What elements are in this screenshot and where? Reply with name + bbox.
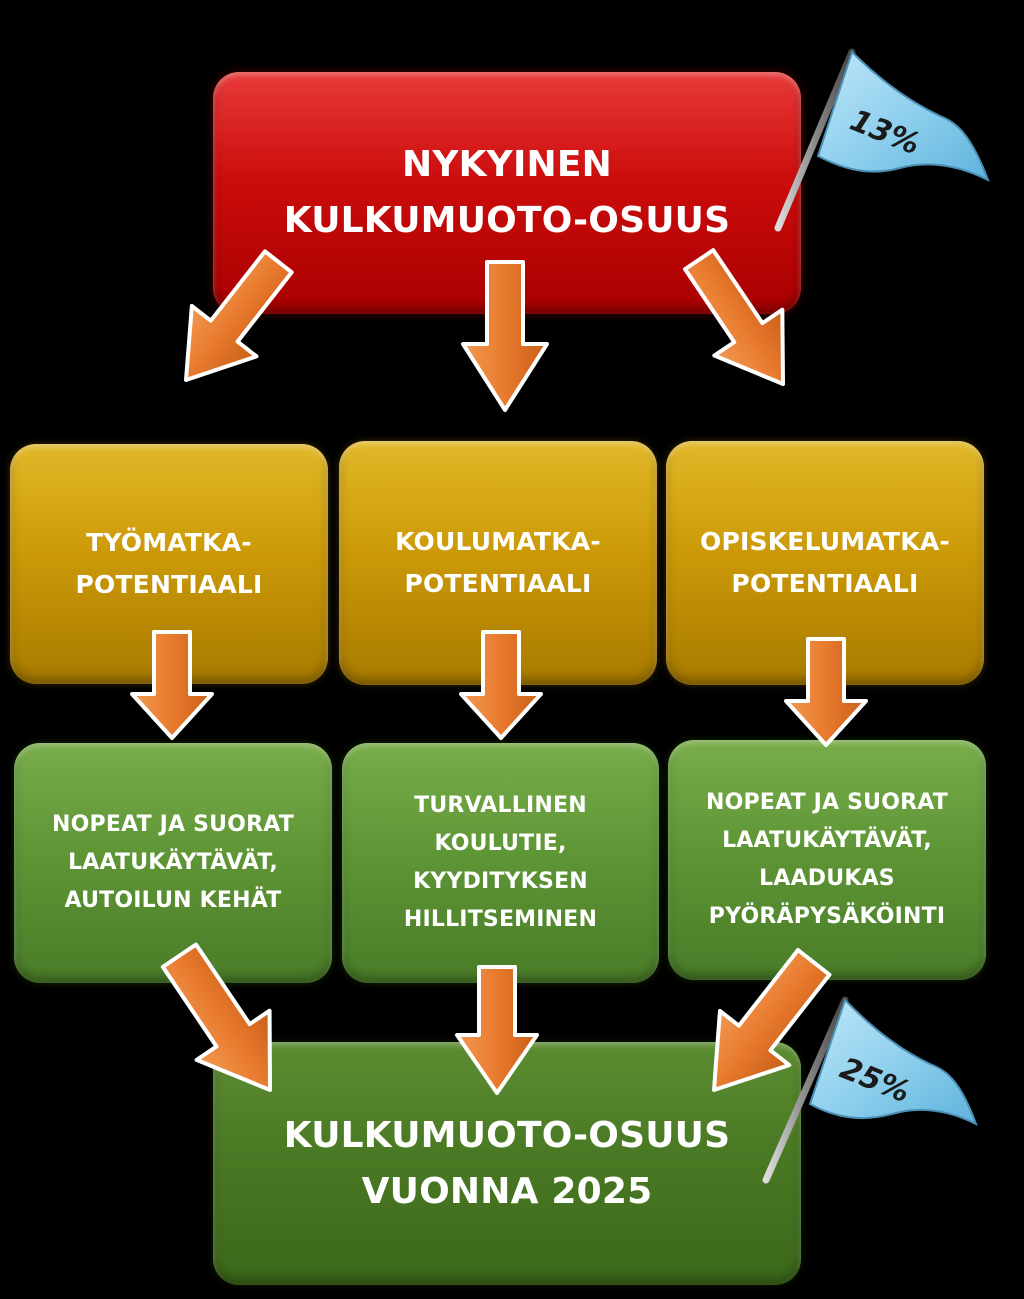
- potential-study-line2: POTENTIAALI: [731, 569, 919, 598]
- potential-work-line1: TYÖMATKA-: [86, 528, 252, 557]
- potential-study-line1: OPISKELUMATKA-: [700, 527, 950, 556]
- measure-work-line: NOPEAT JA SUORAT: [52, 812, 294, 837]
- measure-school-line: KYYDITYKSEN: [413, 869, 588, 894]
- target-share-value: 25%: [835, 1051, 915, 1110]
- measure-school-line: TURVALLINEN: [414, 793, 587, 818]
- potential-box-work: TYÖMATKA- POTENTIAALI: [10, 444, 328, 684]
- measure-study-line: LAADUKAS: [759, 866, 895, 891]
- potential-box-school: KOULUMATKA- POTENTIAALI: [339, 441, 657, 685]
- current-mode-share-line1: NYKYINEN: [401, 144, 612, 185]
- target-mode-share-box: KULKUMUOTO-OSUUS VUONNA 2025: [213, 1042, 801, 1285]
- measure-school-line: KOULUTIE,: [434, 831, 567, 856]
- current-mode-share-line2: KULKUMUOTO-OSUUS: [283, 200, 731, 241]
- measure-box-work: NOPEAT JA SUORAT LAATUKÄYTÄVÄT, AUTOILUN…: [14, 743, 332, 983]
- measure-study-line: LAATUKÄYTÄVÄT,: [722, 828, 932, 853]
- potential-school-line2: POTENTIAALI: [404, 569, 592, 598]
- current-share-flag: 13%: [774, 48, 990, 232]
- measure-study-line: NOPEAT JA SUORAT: [706, 790, 948, 815]
- target-mode-share-line1: KULKUMUOTO-OSUUS: [283, 1114, 731, 1156]
- potential-box-study: OPISKELUMATKA- POTENTIAALI: [666, 441, 984, 685]
- measure-work-line: LAATUKÄYTÄVÄT,: [68, 850, 278, 875]
- current-share-value: 13%: [845, 103, 925, 162]
- measure-school-line: HILLITSEMINEN: [403, 907, 598, 932]
- measure-box-study: NOPEAT JA SUORAT LAATUKÄYTÄVÄT, LAADUKAS…: [668, 740, 986, 980]
- potential-work-line2: POTENTIAALI: [75, 570, 263, 599]
- target-mode-share-line2: VUONNA 2025: [361, 1170, 653, 1212]
- potential-school-line1: KOULUMATKA-: [395, 527, 601, 556]
- measure-work-line: AUTOILUN KEHÄT: [64, 888, 282, 913]
- measure-study-line: PYÖRÄPYSÄKÖINTI: [708, 904, 946, 929]
- current-mode-share-box: NYKYINEN KULKUMUOTO-OSUUS: [213, 72, 801, 314]
- measure-box-school: TURVALLINEN KOULUTIE, KYYDITYKSEN HILLIT…: [342, 743, 659, 983]
